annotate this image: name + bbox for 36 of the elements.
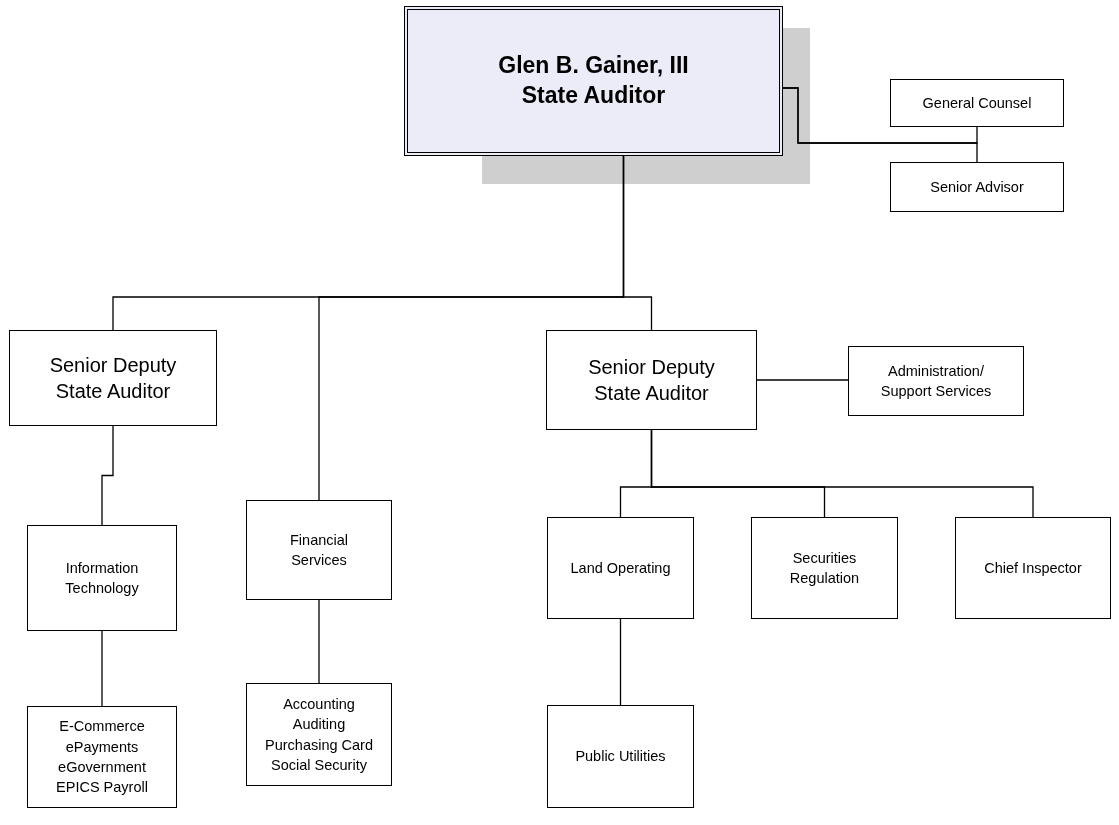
org-box [547,517,694,619]
org-box [751,517,898,619]
box-label: Senior Advisor [930,177,1024,197]
org-box [27,706,177,808]
org-box [890,79,1064,127]
org-box [246,683,392,786]
connector-line [318,599,320,684]
box-label: Securities Regulation [788,548,861,588]
box-label: E-Commerce ePayments eGovernment EPICS Payroll [55,717,149,798]
connector-line [619,618,622,706]
org-box [848,346,1024,416]
org-box [246,500,392,600]
connector-line [650,429,1034,518]
box-label: Glen B. Gainer, III State Auditor [497,51,690,110]
connector-line [756,379,849,381]
box-label: Information Technology [64,558,140,598]
connector-line [622,155,653,331]
box-label: Land Operating [570,558,671,578]
box-label: Administration/ Support Services [879,361,993,401]
box-label: Accounting Auditing Purchasing Card Social Security [264,694,374,775]
box-label: Senior Deputy State Auditor [587,355,716,406]
head-box [404,6,783,156]
connector-line [782,87,978,163]
box-label: Financial Services [289,530,349,570]
org-box [546,330,757,430]
org-box [27,525,177,631]
box-label: General Counsel [922,93,1032,113]
box-label: Chief Inspector [984,558,1082,578]
org-box [955,517,1111,619]
org-box [547,705,694,808]
box-label: Senior Deputy State Auditor [48,353,178,404]
connector-line [101,425,114,526]
org-box [9,330,217,426]
connector-line [101,630,103,707]
org-box [890,162,1064,212]
box-label: Public Utilities [575,747,666,767]
